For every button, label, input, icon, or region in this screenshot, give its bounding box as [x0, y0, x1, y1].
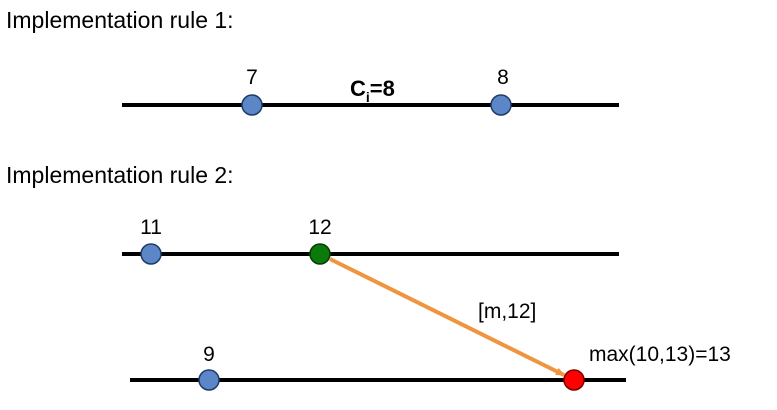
rule2-receive-event: [563, 369, 585, 391]
rule2-sender-event-2-label: 12: [308, 216, 331, 239]
rule1-clock-label: Ci=8: [350, 76, 395, 105]
rule2-sender-event-1: [140, 243, 162, 265]
rule1-event-b: [490, 94, 512, 116]
rule1-event-a-label: 7: [246, 66, 258, 89]
clock-value: =8: [370, 76, 395, 101]
clock-var: C: [350, 76, 366, 101]
rule1-event-a: [241, 94, 263, 116]
rule2-receive-event-label: max(10,13)=13: [589, 343, 731, 366]
rule2-sender-event-1-label: 11: [140, 216, 162, 239]
message-arrow: [329, 257, 565, 377]
rule2-receiver-event-1-label: 9: [203, 343, 215, 366]
rule2-heading: Implementation rule 2:: [6, 162, 234, 188]
rule2-receiver-event-1: [198, 369, 220, 391]
rule1-heading: Implementation rule 1:: [6, 7, 234, 33]
message-label: [m,12]: [478, 300, 536, 323]
rule1-event-b-label: 8: [497, 66, 509, 89]
clock-subscript: i: [366, 89, 370, 105]
rule2-send-event: [309, 243, 331, 265]
